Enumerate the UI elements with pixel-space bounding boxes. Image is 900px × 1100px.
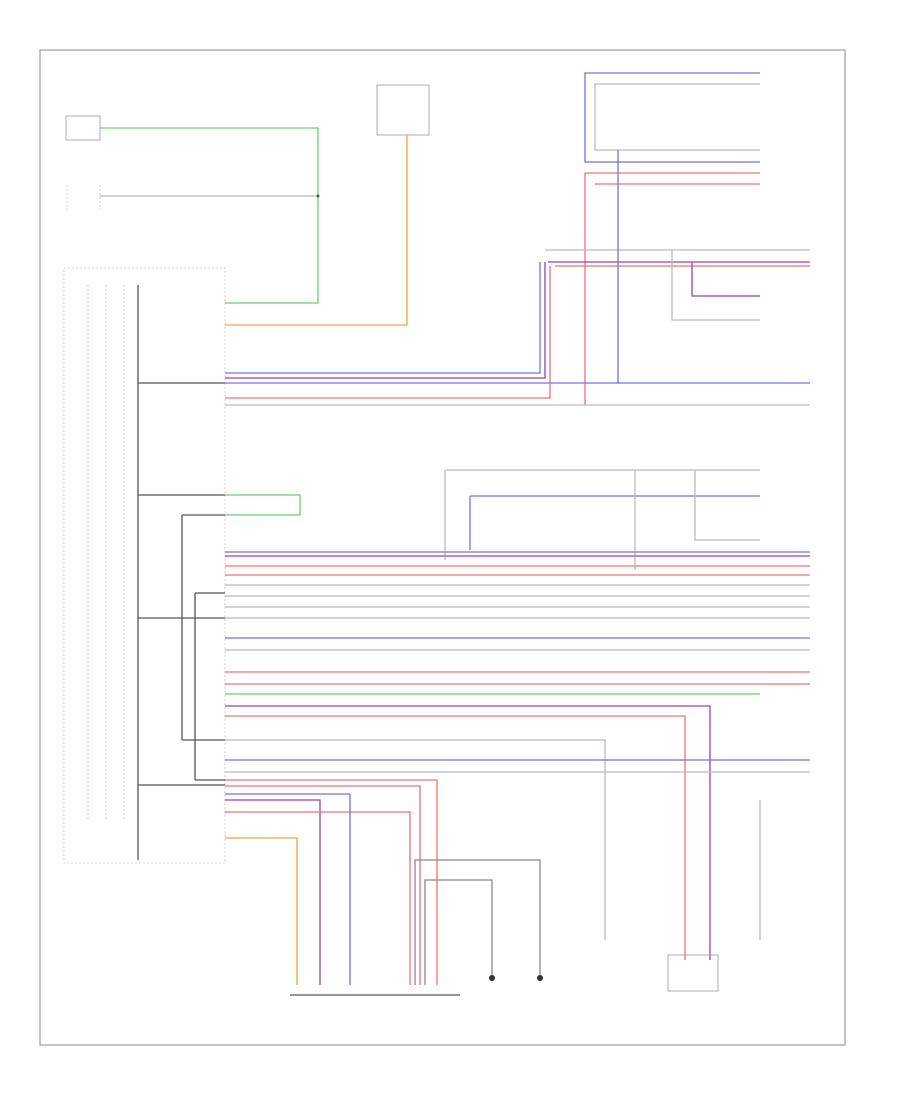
wire-green-mid	[225, 494, 301, 516]
wire-red-low-3	[225, 811, 411, 985]
wire-red-low-2	[225, 785, 421, 985]
wire-orange-low	[225, 837, 298, 985]
module-taps	[138, 382, 225, 786]
wire-orange-top	[225, 135, 408, 326]
wire-gray-low-1	[414, 859, 541, 985]
diagram-frame	[39, 49, 846, 1046]
wire-gray-branch	[671, 250, 760, 321]
central-module-box	[63, 267, 226, 864]
bus-row-red-5	[225, 715, 686, 960]
ground-2	[537, 975, 543, 981]
wire-green-1	[100, 127, 319, 304]
wire-gray-low-2	[424, 879, 493, 985]
ignition-switch-box	[65, 115, 101, 141]
wire-purple-low	[225, 799, 321, 985]
wire-gray-row-1	[444, 469, 760, 560]
bus-row-purple-2	[225, 705, 711, 960]
wire-purple-mid-2	[225, 262, 546, 379]
wire-blue-row-1	[469, 495, 760, 550]
wire-gray-top	[594, 83, 760, 151]
wire-red-top-1	[584, 172, 760, 405]
ground-1	[489, 975, 495, 981]
wire-blue-top-loop	[584, 72, 760, 163]
bus-row-gray-6	[225, 739, 606, 940]
wire-red-low-1	[225, 779, 438, 985]
wire-red-mid-2	[225, 266, 551, 399]
wire-purple-branch	[691, 262, 760, 297]
wire-blue-mid	[225, 262, 810, 384]
wire-gray-vert-2	[634, 470, 760, 570]
power-module-box	[376, 84, 430, 136]
steering-sensor-symbol	[66, 185, 101, 210]
wire-blue-low	[225, 793, 351, 985]
sensor-4-box	[667, 954, 719, 992]
module-internal-lines	[87, 285, 125, 820]
